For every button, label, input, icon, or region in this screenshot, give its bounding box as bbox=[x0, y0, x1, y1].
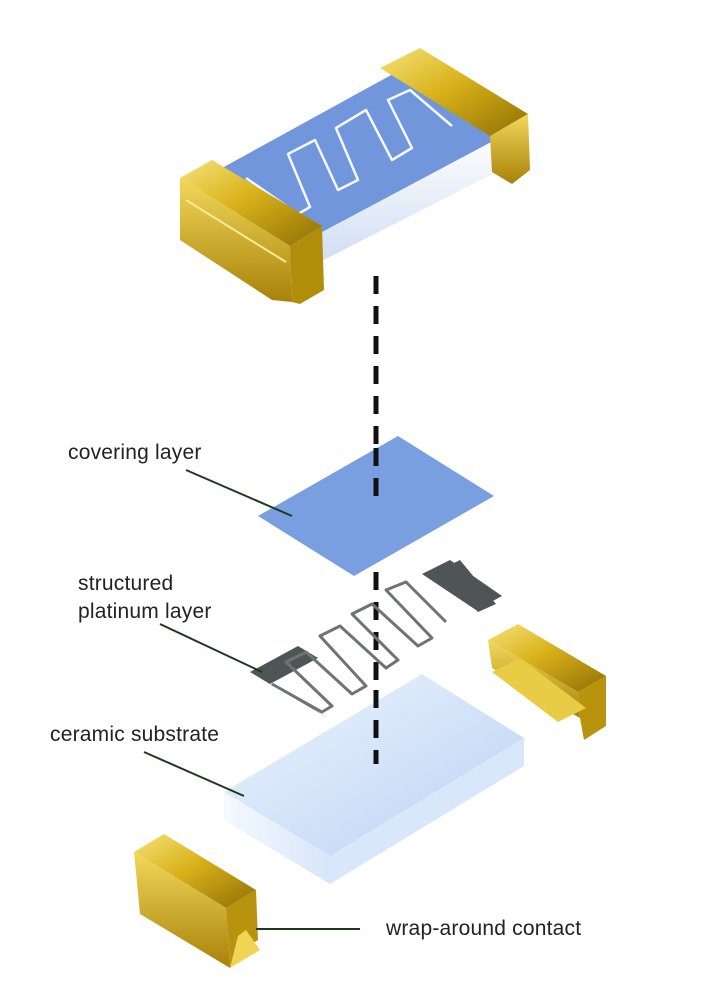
platinum-layer bbox=[250, 560, 502, 718]
label-platinum-layer: platinum layer bbox=[78, 600, 212, 623]
platinum-meander-trace bbox=[271, 580, 448, 714]
chip-right-contact-side bbox=[490, 114, 530, 184]
right-wrap-around-contact bbox=[488, 624, 606, 740]
ceramic-substrate-block bbox=[224, 674, 524, 884]
chip-meander-trace bbox=[245, 88, 453, 216]
label-covering-layer: covering layer bbox=[68, 441, 202, 464]
substrate-front-face bbox=[224, 792, 330, 884]
covering-layer-plate bbox=[258, 436, 494, 576]
chip-left-contact-front bbox=[180, 178, 292, 302]
label-ceramic-substrate: ceramic substrate bbox=[50, 723, 220, 746]
chip-left-contact-side bbox=[290, 226, 324, 304]
substrate-side-face bbox=[330, 738, 524, 884]
leader-line-platinum-layer bbox=[159, 623, 263, 673]
substrate-top-face bbox=[224, 674, 524, 856]
chip-left-contact-top bbox=[180, 160, 322, 246]
assembled-chip-resistor bbox=[180, 48, 530, 304]
chip-right-contact-top bbox=[380, 48, 528, 136]
label-wrap-around-contact: wrap-around contact bbox=[386, 917, 582, 940]
chip-left-contact-highlight bbox=[185, 199, 287, 263]
left-wrap-around-contact bbox=[134, 834, 260, 968]
leader-line-covering-layer bbox=[185, 469, 293, 517]
label-structured: structured bbox=[78, 572, 174, 595]
leader-line-ceramic-substrate bbox=[143, 751, 245, 797]
chip-body-front-face bbox=[300, 132, 520, 272]
